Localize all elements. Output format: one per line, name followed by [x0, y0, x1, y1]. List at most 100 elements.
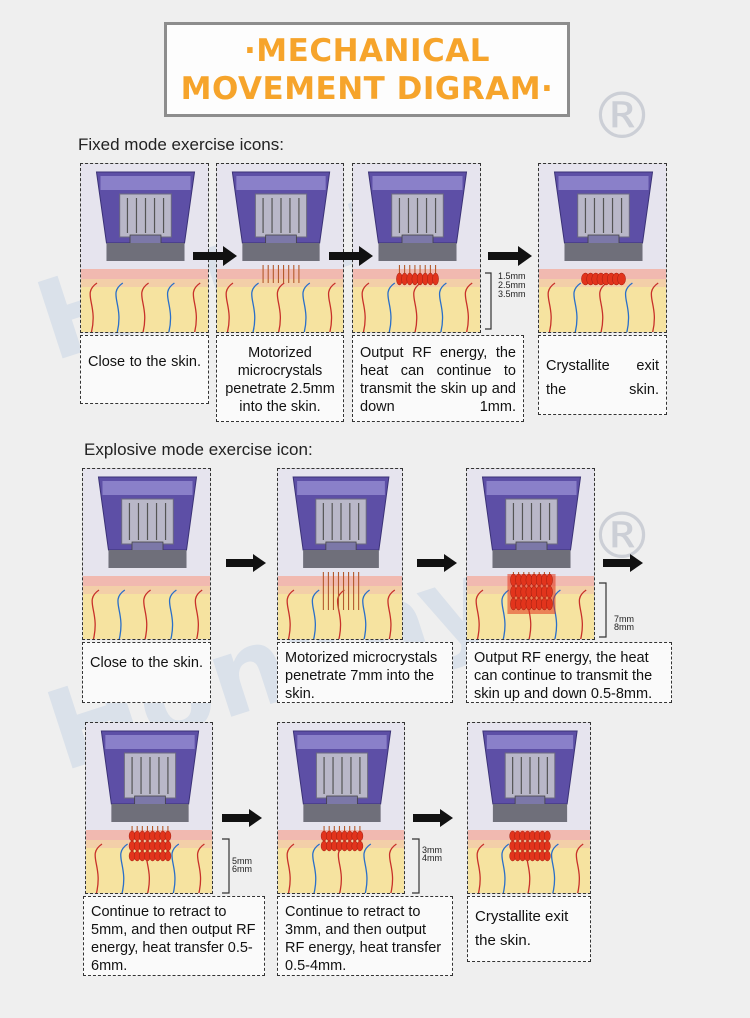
handpiece-illustration — [539, 164, 666, 332]
blood-vessel — [166, 282, 175, 332]
handpiece-illustration — [467, 469, 594, 639]
fixed-mode-label: Fixed mode exercise icons: — [78, 135, 284, 154]
blood-vessel — [438, 282, 447, 332]
arrow-right-icon — [329, 246, 373, 266]
handpiece-tip — [492, 550, 571, 568]
handpiece-illustration — [278, 469, 402, 639]
blood-vessel — [547, 282, 556, 332]
depth-bracket — [485, 272, 492, 330]
rf-heat-zone — [546, 573, 553, 587]
blood-vessel — [464, 282, 473, 332]
rf-heat-zone — [432, 272, 439, 286]
epidermis-layer — [278, 576, 402, 586]
blood-vessel — [168, 589, 177, 639]
blood-vessel — [362, 589, 370, 639]
blood-vessel — [117, 589, 126, 639]
fixed-step-3-panel — [352, 163, 481, 333]
explosive-step-6-panel — [467, 722, 591, 894]
handpiece-tip — [108, 550, 187, 568]
handpiece-tip — [111, 804, 189, 822]
blood-vessel — [286, 589, 295, 639]
fat-layer — [81, 287, 208, 332]
arrow-right-icon — [193, 246, 237, 266]
registered-mark-icon: ® — [590, 80, 654, 154]
blood-vessel — [91, 589, 100, 639]
blood-vessel — [624, 282, 633, 332]
explosive-step-4-caption: Continue to retract to 5mm, and then out… — [83, 896, 265, 976]
rf-heat-zone — [544, 850, 551, 862]
explosive-mode-label: Explosive mode exercise icon: — [84, 440, 313, 459]
explosive-step-6-caption: Crystallite exit the skin. — [467, 896, 591, 962]
handpiece-illustration — [81, 164, 208, 332]
explosive-step-2-panel — [277, 468, 403, 640]
explosive-step-3-caption: Output RF energy, the heat can continue … — [466, 642, 672, 703]
explosive-step-5-caption: Continue to retract to 3mm, and then out… — [277, 896, 453, 976]
blood-vessel — [94, 843, 103, 893]
depth-label: 8mm — [614, 622, 634, 632]
explosive-step-5-panel — [277, 722, 405, 894]
fixed-step-4-panel — [538, 163, 667, 333]
handpiece-tip — [378, 243, 457, 261]
fixed-step-2-panel — [216, 163, 344, 333]
blood-vessel — [361, 282, 370, 332]
explosive-step-4-panel — [85, 722, 213, 894]
blood-vessel — [141, 282, 149, 332]
blood-vessel — [312, 843, 320, 893]
arrow-right-icon — [488, 246, 532, 266]
handpiece-illustration — [217, 164, 343, 332]
handpiece-illustration — [468, 723, 590, 893]
fat-layer — [353, 287, 480, 332]
blood-vessel — [192, 282, 201, 332]
blood-vessel — [413, 282, 421, 332]
depth-label: 7mm — [614, 614, 634, 624]
depth-bracket — [222, 838, 230, 894]
blood-vessel — [327, 282, 336, 332]
explosive-step-3-panel — [466, 468, 595, 640]
handpiece-tip — [564, 243, 643, 261]
depth-bracket — [599, 582, 607, 638]
blood-vessel — [115, 282, 124, 332]
blood-vessel — [311, 589, 320, 639]
blood-vessel — [387, 282, 396, 332]
blood-vessel — [388, 843, 397, 893]
rf-heat-zone — [617, 272, 626, 286]
blood-vessel — [501, 843, 510, 893]
rf-heat-zone — [356, 830, 364, 842]
explosive-step-1-panel — [82, 468, 211, 640]
rf-heat-zone — [164, 830, 172, 842]
fat-layer — [83, 594, 210, 639]
rf-heat-zone — [164, 850, 172, 862]
blood-vessel — [501, 589, 510, 639]
rf-heat-zone — [546, 597, 553, 611]
blood-vessel — [143, 589, 151, 639]
blood-vessel — [286, 843, 295, 893]
handpiece-tip — [106, 243, 185, 261]
arrow-right-icon — [413, 809, 453, 827]
fixed-step-1-caption: Close to the skin. — [80, 335, 209, 404]
blood-vessel — [573, 282, 582, 332]
blood-vessel — [225, 282, 234, 332]
rf-heat-zone — [356, 840, 364, 852]
depth-label: 6mm — [232, 864, 252, 874]
fixed-step-1-panel — [80, 163, 209, 333]
title-banner: ·MECHANICAL MOVEMENT DIGRAM· — [164, 22, 570, 117]
fixed-step-3-caption: Output RF energy, the heat can continue … — [352, 335, 524, 422]
blood-vessel — [575, 843, 584, 893]
blood-vessel — [120, 843, 128, 893]
handpiece-illustration — [353, 164, 480, 332]
blood-vessel — [276, 282, 285, 332]
fat-layer — [278, 848, 404, 893]
blood-vessel — [578, 589, 587, 639]
blood-vessel — [251, 282, 259, 332]
blood-vessel — [363, 843, 372, 893]
title-line-2: MOVEMENT DIGRAM· — [180, 70, 554, 107]
arrow-right-icon — [222, 809, 262, 827]
title-line-1: ·MECHANICAL — [244, 32, 490, 69]
blood-vessel — [171, 843, 180, 893]
handpiece-tip — [303, 804, 381, 822]
arrow-right-icon — [603, 554, 643, 572]
depth-label: 3.5mm — [498, 289, 526, 299]
epidermis-layer — [83, 576, 210, 586]
rf-heat-zone — [164, 840, 172, 852]
depth-label: 2.5mm — [498, 280, 526, 290]
